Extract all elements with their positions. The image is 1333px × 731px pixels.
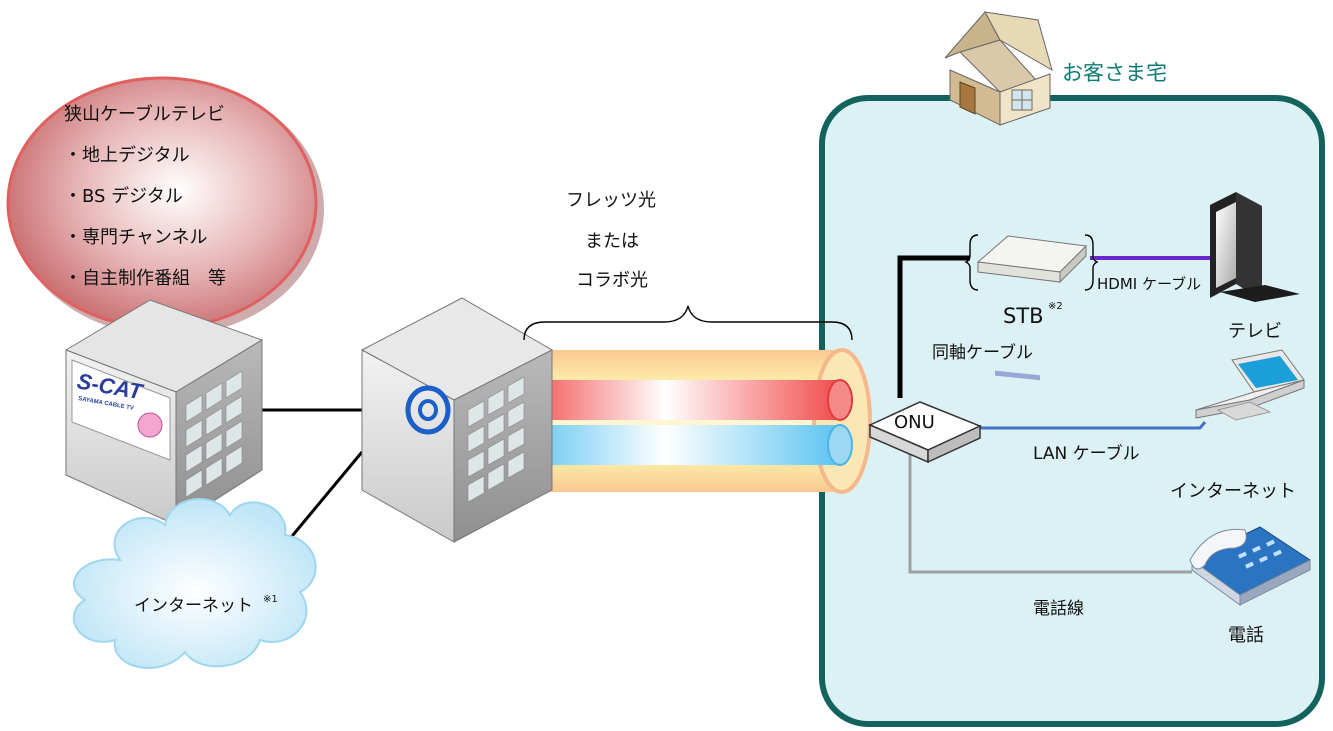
internet-cloud-note: ※1 — [263, 594, 278, 605]
hdmi-cable-label: HDMI ケーブル — [1097, 275, 1202, 293]
internet-cloud — [72, 498, 317, 669]
service-specialty: ・専門チャンネル — [64, 227, 208, 248]
tv-icon — [1210, 192, 1300, 302]
phone-line-label: 電話線 — [1033, 599, 1084, 619]
lan-cable-line — [975, 421, 1207, 430]
broadcaster-info: 狭山ケーブルテレビ ・地上デジタル ・BS デジタル ・専門チャンネル ・自主制… — [64, 94, 226, 299]
ntt-logo-icon — [405, 385, 451, 435]
switch-building — [360, 297, 554, 543]
lan-cable-label: LAN ケーブル — [1033, 444, 1140, 464]
fiber-label-2: または — [585, 231, 639, 252]
broadcaster-building: S-CAT SAYAMA CABLE TV — [64, 299, 264, 526]
coax-cable-label: 同軸ケーブル — [932, 343, 1033, 363]
phone-line — [908, 452, 1192, 574]
stb-device — [964, 234, 1099, 381]
home-internet-label: インターネット — [1170, 481, 1296, 502]
laptop-icon — [1195, 349, 1305, 421]
telephone-icon — [1189, 526, 1311, 606]
onu-device — [868, 401, 982, 464]
service-original: ・自主制作番組 等 — [64, 268, 226, 289]
phone-label: 電話 — [1228, 625, 1264, 646]
internet-cloud-label: インターネット — [134, 596, 253, 616]
service-terrestrial: ・地上デジタル — [64, 145, 190, 166]
service-bs: ・BS デジタル — [64, 186, 183, 207]
fiber-tube — [522, 348, 872, 494]
fiber-label-1: フレッツ光 — [566, 190, 656, 211]
fiber-brace — [523, 305, 853, 341]
broadcaster-bubble — [6, 76, 324, 336]
mascot-icon — [137, 412, 163, 438]
onu-label: ONU — [894, 412, 935, 433]
tv-label: テレビ — [1228, 321, 1282, 342]
broadcaster-name: 狭山ケーブルテレビ — [64, 104, 225, 125]
house-icon — [944, 11, 1053, 126]
home-title: お客さま宅 — [1062, 61, 1167, 85]
coax-cable-line — [897, 255, 970, 398]
fiber-label-3: コラボ光 — [576, 270, 648, 291]
stb-note: ※2 — [1048, 301, 1063, 312]
stb-label: STB — [1003, 304, 1044, 328]
